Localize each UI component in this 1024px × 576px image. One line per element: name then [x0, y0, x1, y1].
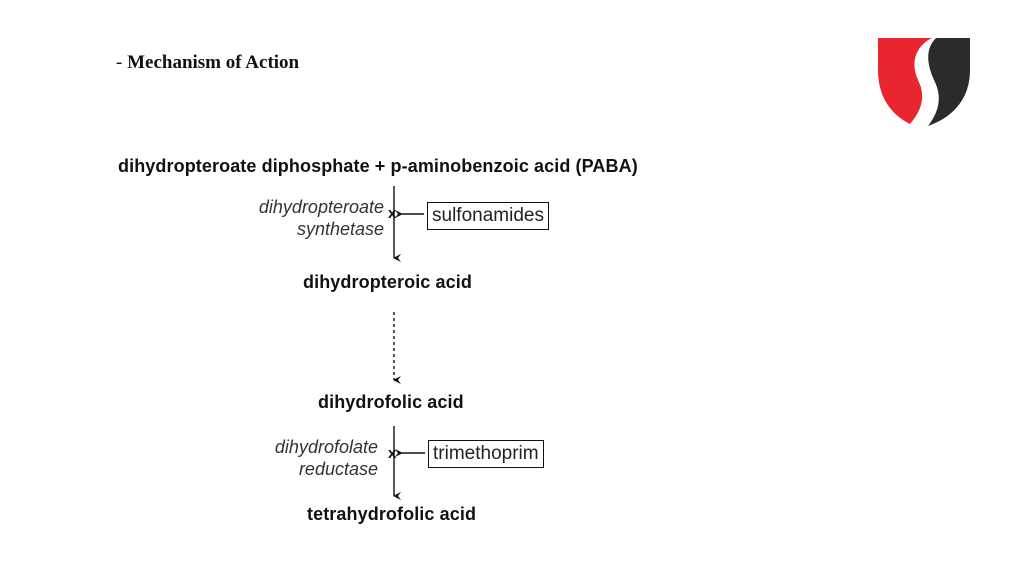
enzyme-1-line-2: synthetase: [296, 219, 384, 239]
inhibitor-sulfonamides: sulfonamides: [427, 202, 549, 230]
compound-dihydropteroic-acid: dihydropteroic acid: [303, 272, 472, 292]
title-bullet: -: [116, 52, 123, 73]
compound-substrates: dihydropteroate diphosphate + p-aminoben…: [118, 156, 638, 176]
enzyme-dihydropteroate-synthetase: dihydropteroate synthetase: [259, 196, 384, 240]
logo-red-half: [878, 38, 932, 124]
title-text: Mechanism of Action: [127, 52, 300, 73]
block-mark-1: x: [388, 205, 397, 222]
slide-title: - Mechanism of Action: [116, 52, 299, 74]
compound-tetrahydrofolic-acid: tetrahydrofolic acid: [307, 504, 477, 524]
logo-dark-half: [928, 38, 970, 126]
enzyme-1-line-1: dihydropteroate: [258, 197, 384, 217]
enzyme-2-line-1: dihydrofolate: [274, 437, 378, 457]
inhibitor-trimethoprim: trimethoprim: [428, 440, 544, 468]
compound-dihydrofolic-acid: dihydrofolic acid: [318, 392, 464, 412]
block-mark-2: x: [388, 445, 397, 462]
shield-s-logo: [878, 38, 970, 126]
enzyme-dihydrofolate-reductase: dihydrofolate reductase: [275, 436, 378, 480]
enzyme-2-line-2: reductase: [298, 459, 378, 479]
